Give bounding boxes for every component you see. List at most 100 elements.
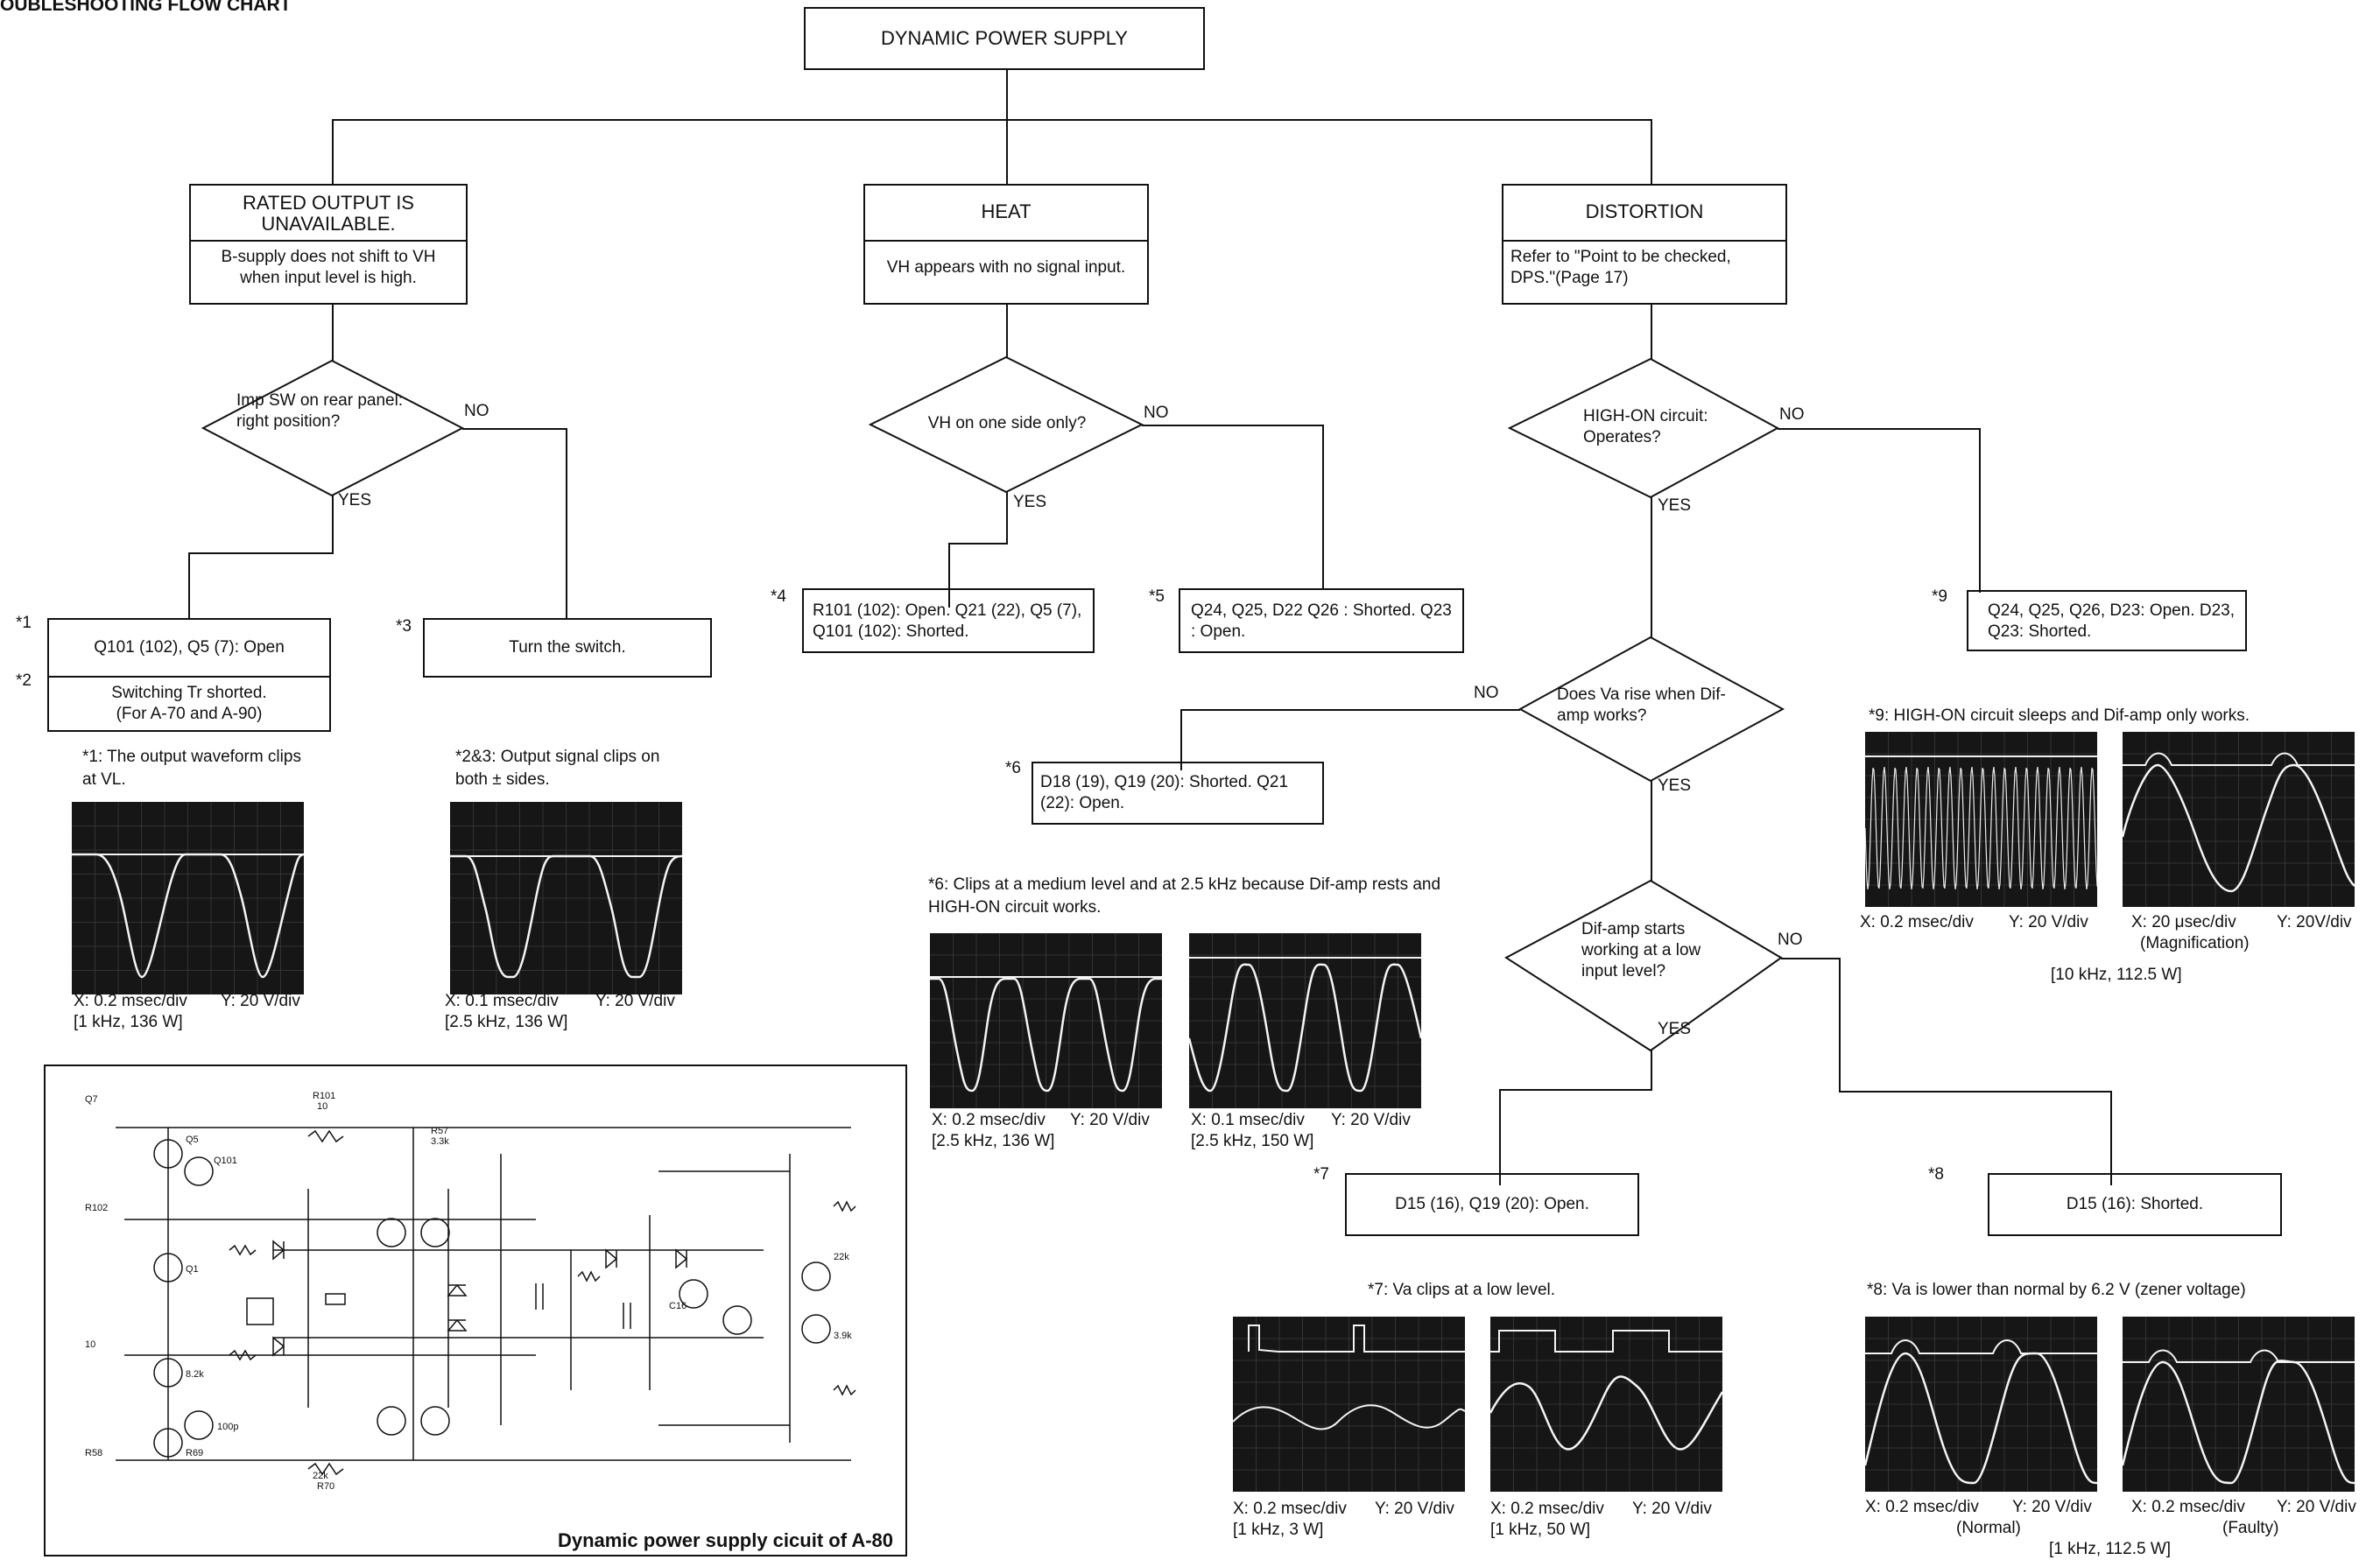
graticule [2123, 1317, 2355, 1492]
diamond-high-on [1507, 357, 1780, 499]
schematic-label: 100p [217, 1422, 239, 1432]
schematic-drawing [116, 1127, 856, 1476]
waveform-trace [930, 977, 1162, 1093]
scope-y-label: Y: 20 V/div [1331, 1111, 1411, 1129]
result-mark: *1 [16, 614, 32, 632]
scope-7b [1490, 1317, 1722, 1492]
diamond-va-rise [1517, 636, 1785, 783]
scope-x-label: X: 0.2 msec/div [2131, 1498, 2245, 1516]
decision-imp-sw: Imp SW on rear panel: right position? [236, 391, 404, 431]
graticule [1189, 933, 1421, 1108]
scope-x-label: X: 0.2 msec/div [1865, 1498, 1979, 1516]
schematic-label: R58 [85, 1448, 103, 1458]
graticule [2123, 732, 2355, 907]
schematic-caption: Dynamic power supply cicuit of A-80 [557, 1529, 893, 1551]
waveform-trace [2123, 1360, 2355, 1485]
result-text-5: Q24, Q25, D22 Q26 : Shorted. Q23 : Open. [1191, 601, 1452, 641]
no-label: NO [1779, 405, 1805, 424]
note-7: *7: Va clips at a low level. [1368, 1281, 1556, 1299]
scope-x-label: X: 0.1 msec/div [1191, 1111, 1305, 1129]
rated-output-desc: B-supply does not shift to VH when input… [221, 248, 436, 287]
heat-title: HEAT [981, 200, 1032, 222]
yes-label: YES [338, 491, 372, 509]
scope-x-label: X: 0.2 msec/div [1860, 913, 1974, 931]
scope-y-label: Y: 20 V/div [1375, 1500, 1454, 1518]
schematic-label: 10 [85, 1339, 96, 1350]
decision-high-on: HIGH-ON circuit: Operates? [1583, 407, 1708, 446]
waveform-trace [1490, 1375, 1722, 1451]
schematic-label: Q101 [214, 1156, 237, 1166]
result-text-6: D18 (19), Q19 (20): Shorted. Q21 (22): O… [1040, 773, 1289, 812]
result-mark: *5 [1149, 587, 1165, 606]
result-mark: *8 [1928, 1165, 1944, 1184]
supply-trace [1865, 1339, 2097, 1354]
scope-sub-label: (Faulty) [2222, 1519, 2279, 1537]
note-6: *6: Clips at a medium level and at 2.5 k… [928, 875, 1441, 917]
graticule [1865, 1317, 2097, 1492]
schematic-label: R101 [313, 1091, 336, 1101]
distortion-desc: Refer to "Point to be checked, DPS."(Pag… [1510, 248, 1731, 287]
distortion-title: DISTORTION [1585, 200, 1704, 222]
scope-y-label: Y: 20 V/div [1632, 1500, 1712, 1518]
scope-x-label: X: 0.1 msec/div [445, 992, 559, 1010]
rated-output-box: RATED OUTPUT IS UNAVAILABLE. B-supply do… [189, 184, 468, 305]
scope-cond-label: [1 kHz, 112.5 W] [2049, 1540, 2172, 1558]
graticule [72, 802, 304, 994]
schematic-label: 3.9k [834, 1331, 852, 1341]
diamond-dif-amp [1504, 879, 1783, 1052]
scope-y-label: Y: 20V/div [2277, 913, 2352, 931]
note-2-3: *2&3: Output signal clips on both ± side… [455, 748, 660, 789]
waveform-trace [1865, 767, 2097, 889]
result-box-1-2: Q101 (102), Q5 (7): Open Switching Tr sh… [47, 618, 331, 732]
scope-y-label: Y: 20 V/div [2012, 1498, 2092, 1516]
scope-cond-label: [2.5 kHz, 150 W] [1191, 1132, 1314, 1150]
no-label: NO [1144, 404, 1169, 422]
schematic-label: C16 [669, 1301, 687, 1311]
note-1: *1: The output waveform clips at VL. [82, 748, 301, 789]
result-box-7: D15 (16), Q19 (20): Open. [1345, 1173, 1639, 1236]
decision-va-rise: Does Va rise when Dif-amp works? [1557, 685, 1726, 725]
root-label: DYNAMIC POWER SUPPLY [881, 27, 1128, 49]
yes-label: YES [1658, 1020, 1692, 1038]
schematic-frame: Q7 R102 10 R58 R101 10 22k R70 Q5 Q101 R… [44, 1065, 907, 1556]
scope-9b [2123, 732, 2355, 907]
scope-x-label: X: 0.2 msec/div [932, 1111, 1046, 1129]
schematic-label: 3.3k [431, 1136, 449, 1147]
yes-label: YES [1013, 493, 1047, 511]
note-9: *9: HIGH-ON circuit sleeps and Dif-amp o… [1869, 706, 2250, 725]
diamond-vh-one-side [868, 355, 1144, 494]
scope-x-label: X: 0.2 msec/div [74, 992, 187, 1010]
result-text-8: D15 (16): Shorted. [2066, 1195, 2204, 1213]
waveform-trace [1233, 1404, 1465, 1430]
heat-box: HEAT VH appears with no signal input. [863, 184, 1149, 305]
scope-9a [1865, 732, 2097, 907]
page-title: OUBLESHOOTING FLOW CHART [0, 0, 292, 15]
schematic-label: Q5 [186, 1135, 199, 1145]
result-mark: *6 [1005, 759, 1021, 777]
supply-trace [2123, 752, 2355, 766]
result-box-3: Turn the switch. [423, 618, 712, 678]
scope-x-label: X: 20 μsec/div [2131, 913, 2236, 931]
scope-sub-label: (Normal) [1956, 1519, 2021, 1537]
scope-y-label: Y: 20 V/div [2277, 1498, 2356, 1516]
result-mark: *4 [771, 587, 786, 606]
dense-waveform [1865, 732, 2097, 907]
no-label: NO [464, 402, 489, 420]
scope-cond-label: [1 kHz, 50 W] [1490, 1521, 1591, 1539]
scope-2-3 [450, 802, 682, 994]
note-8: *8: Va is lower than normal by 6.2 V (ze… [1867, 1281, 2246, 1299]
graticule [1233, 1317, 1465, 1492]
schematic-label: 8.2k [186, 1369, 204, 1380]
result-text-2: Switching Tr shorted. (For A-70 and A-90… [111, 684, 267, 723]
root-box: DYNAMIC POWER SUPPLY [804, 7, 1205, 70]
result-box-4: R101 (102): Open. Q21 (22), Q5 (7), Q101… [802, 588, 1095, 653]
scope-y-label: Y: 20 V/div [1070, 1111, 1150, 1129]
yes-label: YES [1658, 496, 1692, 515]
yes-label: YES [1658, 776, 1692, 795]
scope-cond-label: [2.5 kHz, 136 W] [445, 1013, 568, 1031]
diamond-imp-sw [201, 359, 465, 497]
scope-cond-label: [1 kHz, 3 W] [1233, 1521, 1324, 1539]
result-mark: *2 [16, 671, 32, 690]
scope-x-label: X: 0.2 msec/div [1233, 1500, 1347, 1518]
